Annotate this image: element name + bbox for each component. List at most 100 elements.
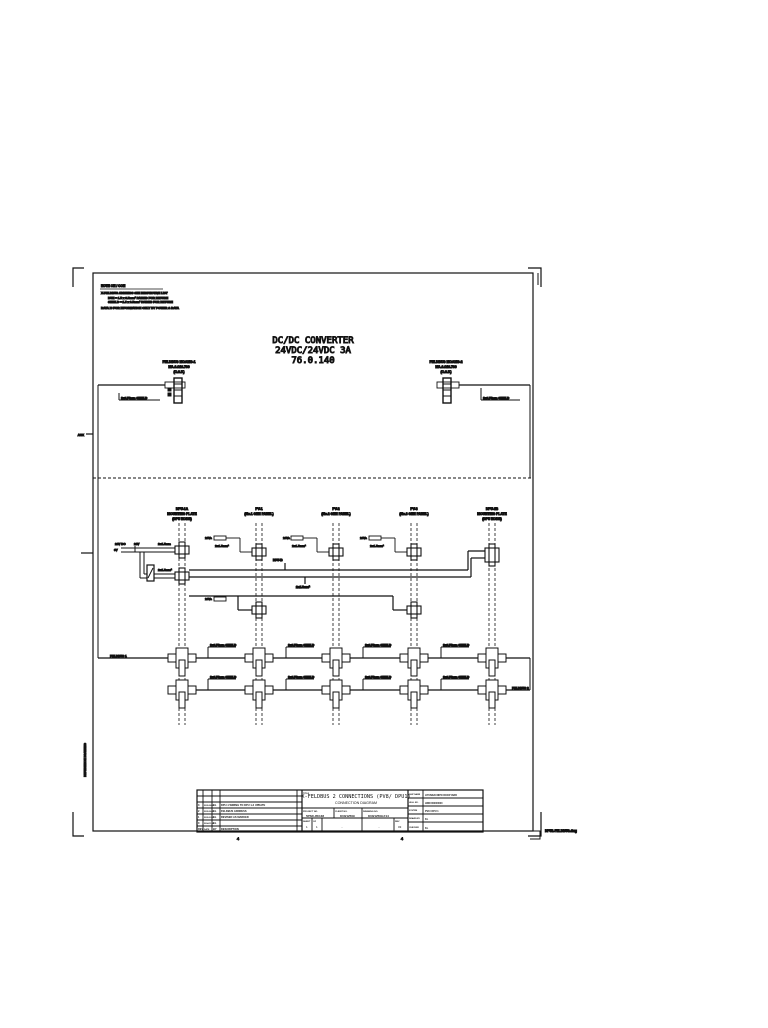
svg-text:24VDC/24VDC 3A: 24VDC/24VDC 3A bbox=[275, 346, 351, 356]
svg-text:TITLE: TITLE bbox=[303, 793, 310, 795]
svg-text:(No.1 GEN PANEL): (No.1 GEN PANEL) bbox=[244, 512, 273, 516]
notes-block: NOTE ON / CON X-FELDBUS ADDRESS SEE RESP… bbox=[100, 284, 180, 311]
svg-text:CLIENT NO.: CLIENT NO. bbox=[335, 811, 348, 813]
svg-text:2x1.5mm²: 2x1.5mm² bbox=[292, 544, 306, 548]
svg-text:DPU-1 WIRING TO DPU 1-2 UPDATE: DPU-1 WIRING TO DPU 1-2 UPDATE bbox=[221, 803, 266, 807]
svg-text:24V DC: 24V DC bbox=[115, 542, 126, 546]
svg-text:2x1.5mm²: 2x1.5mm² bbox=[296, 585, 310, 589]
svg-text:1x0.75mm SHIELD: 1x0.75mm SHIELD bbox=[365, 643, 392, 647]
svg-text:REFERENCE DRAWING: REFERENCE DRAWING bbox=[83, 742, 87, 777]
fieldbus-row-1: FELDBUS 1 1x0.75mm SHIELD 1x0.75mm SHIEL… bbox=[97, 478, 530, 659]
svg-text:X-FELDBUS 2 CONNECTIONS (PV8/: X-FELDBUS 2 CONNECTIONS (PV8/ DPU1) bbox=[301, 794, 410, 800]
power-rails: DPU-B 2x1.5mm² bbox=[189, 550, 485, 611]
svg-text:03: 03 bbox=[398, 825, 402, 829]
crop-marks bbox=[72, 267, 542, 837]
svg-text:1x0.75mm SHIELD: 1x0.75mm SHIELD bbox=[443, 675, 470, 679]
svg-text:24Va: 24Va bbox=[205, 597, 212, 601]
svg-text:OF: OF bbox=[313, 821, 317, 823]
svg-text:DPU1-FELDBUS.dwg: DPU1-FELDBUS.dwg bbox=[545, 829, 577, 833]
svg-text:2: 2 bbox=[198, 809, 200, 813]
svg-text:(No.3 GEN PANEL): (No.3 GEN PANEL) bbox=[399, 512, 428, 516]
svg-text:1x0.75mm SHIELD: 1x0.75mm SHIELD bbox=[483, 396, 510, 400]
svg-text:SYSTEM: SYSTEM bbox=[409, 810, 418, 812]
svg-text:PV-1: PV-1 bbox=[255, 507, 262, 511]
svg-text:SHEET: SHEET bbox=[303, 821, 311, 823]
svg-text:24V: 24V bbox=[134, 542, 139, 546]
svg-text:MOUNTING PLATE: MOUNTING PLATE bbox=[477, 512, 507, 516]
svg-text:DATA IS FOR INFORMATION ONLY B: DATA IS FOR INFORMATION ONLY BY POWER & … bbox=[101, 306, 180, 310]
svg-text:PROJECT NO.: PROJECT NO. bbox=[303, 811, 318, 813]
svg-text:BY: BY bbox=[213, 827, 217, 831]
svg-text:DPU-1A: DPU-1A bbox=[176, 507, 189, 511]
svg-text:FELDBUS 2: FELDBUS 2 bbox=[512, 686, 529, 690]
svg-text:DRAWN BY: DRAWN BY bbox=[409, 817, 421, 820]
top-device-left: FELDBUS MOAMS-1 MA.0.910.700 (C.0.K) 1x0… bbox=[97, 360, 196, 478]
svg-text:DUE = 1.5 x 0.5mm² PAIRED FOR: DUE = 1.5 x 0.5mm² PAIRED FOR RETURN bbox=[108, 296, 168, 300]
svg-text:2004-11-30: 2004-11-30 bbox=[204, 822, 215, 825]
svg-text:1: 1 bbox=[306, 825, 308, 829]
column-headers: DPU-1A MOUNTING PLATE (DPU NODE) PV-1 (N… bbox=[167, 507, 508, 522]
svg-text:MA.0.910.700: MA.0.910.700 bbox=[435, 365, 456, 369]
svg-text:FELDBUS MOAMS-2: FELDBUS MOAMS-2 bbox=[430, 360, 463, 364]
svg-text:0V: 0V bbox=[114, 548, 118, 552]
svg-text:DRAWING NO.: DRAWING NO. bbox=[363, 810, 378, 813]
svg-text:SHIELD = 1.5 x 0.5mm² PAIRED F: SHIELD = 1.5 x 0.5mm² PAIRED FOR RETURN bbox=[108, 300, 173, 304]
svg-text:HDM 0000/0000: HDM 0000/0000 bbox=[425, 802, 443, 805]
svg-text:X-FELDBUS ADDRESS SEE RESPECTI: X-FELDBUS ADDRESS SEE RESPECTIVE LIST bbox=[101, 291, 168, 295]
svg-text:KL: KL bbox=[213, 821, 217, 825]
svg-text:(C.0.K): (C.0.K) bbox=[441, 370, 452, 374]
svg-text:HULL NO.: HULL NO. bbox=[409, 802, 419, 804]
svg-text:(No.2 GEN PANEL): (No.2 GEN PANEL) bbox=[321, 512, 350, 516]
svg-text:DPU-B: DPU-B bbox=[273, 558, 283, 562]
svg-text:2x1.5mm²: 2x1.5mm² bbox=[370, 544, 384, 548]
svg-text:FELDBUS ADDRESS: FELDBUS ADDRESS bbox=[221, 809, 247, 813]
svg-text:FELDBUS MOAMS-1: FELDBUS MOAMS-1 bbox=[163, 360, 196, 364]
svg-text:DPU-1B: DPU-1B bbox=[486, 507, 499, 511]
svg-text:KL: KL bbox=[213, 809, 217, 813]
svg-text:2005-08-12: 2005-08-12 bbox=[204, 805, 215, 807]
bus-terminals bbox=[167, 647, 507, 709]
svg-text:2005-03-15: 2005-03-15 bbox=[204, 817, 215, 819]
svg-text:1x0.75mm SHIELD: 1x0.75mm SHIELD bbox=[121, 396, 148, 400]
file-reference: DPU1-FELDBUS.dwg bbox=[529, 829, 577, 840]
svg-text:MA.0.910.700: MA.0.910.700 bbox=[168, 365, 189, 369]
svg-text:CONNECTION DIAGRAM: CONNECTION DIAGRAM bbox=[335, 801, 377, 805]
terminal-blocks-power bbox=[174, 541, 500, 619]
svg-text:76.0.140: 76.0.140 bbox=[291, 356, 334, 366]
svg-text:2x1.5mm²: 2x1.5mm² bbox=[158, 568, 172, 572]
svg-text:1x0.75mm SHIELD: 1x0.75mm SHIELD bbox=[365, 675, 392, 679]
power-input: 24V DC 0V 24V 2x1.5mm 2x1.5mm² bbox=[114, 542, 175, 582]
svg-text:NOTE ON / CON: NOTE ON / CON bbox=[101, 284, 126, 288]
svg-text:K00/12509-F14: K00/12509-F14 bbox=[368, 814, 389, 818]
svg-text:PV-3: PV-3 bbox=[410, 507, 417, 511]
svg-text:1x0.75mm SHIELD: 1x0.75mm SHIELD bbox=[288, 643, 315, 647]
svg-text:SHIP NAME: SHIP NAME bbox=[409, 793, 421, 796]
svg-text:PV-2: PV-2 bbox=[332, 507, 339, 511]
svg-text:CHECKED: CHECKED bbox=[409, 827, 419, 829]
svg-text:HYUNDAI MIPO DOCKYARD: HYUNDAI MIPO DOCKYARD bbox=[425, 794, 457, 797]
svg-text:2x1.5mm²: 2x1.5mm² bbox=[215, 544, 229, 548]
svg-text:24Va: 24Va bbox=[283, 536, 290, 540]
drawing-border bbox=[92, 272, 534, 832]
svg-text:-: - bbox=[379, 825, 380, 829]
svg-text:AUX: AUX bbox=[78, 433, 84, 437]
svg-text:24Va: 24Va bbox=[205, 536, 212, 540]
svg-text:DATE: DATE bbox=[204, 828, 210, 831]
svg-text:1x0.75mm SHIELD: 1x0.75mm SHIELD bbox=[210, 675, 237, 679]
top-device-right: FELDBUS MOAMS-2 MA.0.910.700 (C.0.K) 1x0… bbox=[429, 360, 531, 478]
svg-text:REVISED AS MARKED: REVISED AS MARKED bbox=[221, 815, 249, 819]
svg-text:KL: KL bbox=[425, 827, 429, 830]
svg-text:1x0.75mm SHIELD: 1x0.75mm SHIELD bbox=[210, 643, 237, 647]
svg-text:KL: KL bbox=[213, 803, 217, 807]
svg-text:3: 3 bbox=[198, 803, 200, 807]
svg-text:1x0.75mm SHIELD: 1x0.75mm SHIELD bbox=[288, 675, 315, 679]
svg-text:4: 4 bbox=[237, 836, 240, 841]
svg-text:2005-06-21: 2005-06-21 bbox=[204, 811, 215, 813]
column-guides bbox=[178, 523, 496, 725]
svg-text:0: 0 bbox=[198, 821, 200, 825]
svg-text:24Va: 24Va bbox=[360, 536, 367, 540]
svg-text:1x0.75mm SHIELD: 1x0.75mm SHIELD bbox=[443, 643, 470, 647]
svg-text:PV8 / DPU 1: PV8 / DPU 1 bbox=[425, 810, 439, 813]
title-block: 3 2005-08-12 KL DPU-1 WIRING TO DPU 1-2 … bbox=[196, 789, 484, 833]
